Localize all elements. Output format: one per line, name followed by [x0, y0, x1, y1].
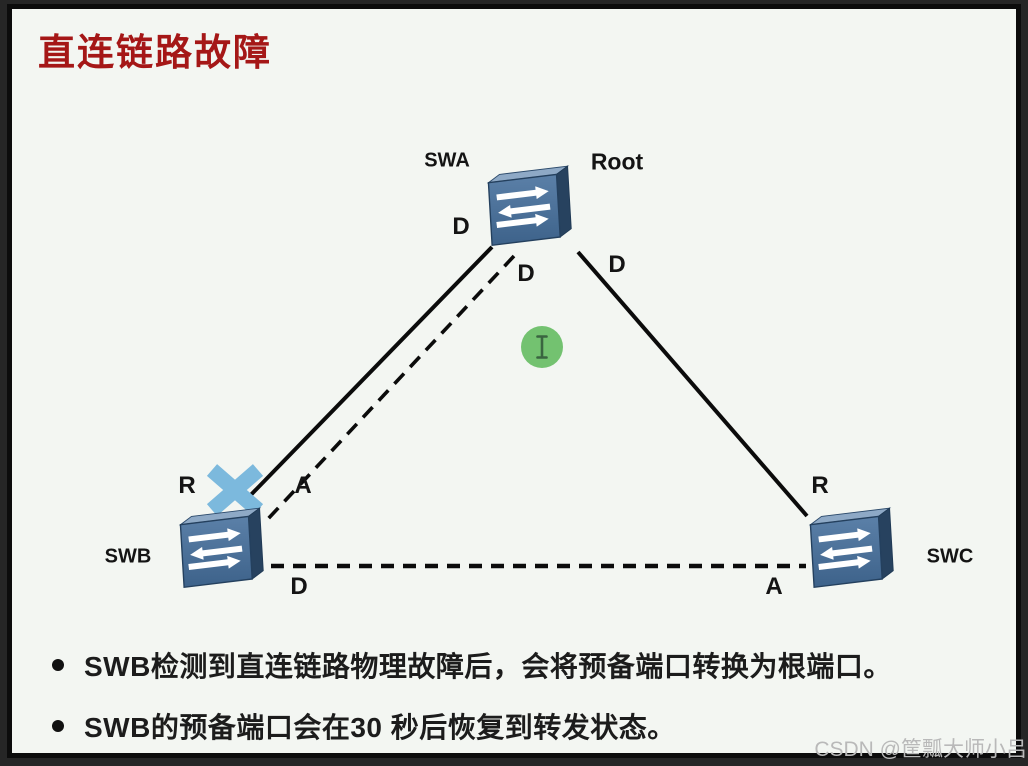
- bullet-note-1: SWB检测到直连链路物理故障后，会将预备端口转换为根端口。: [52, 645, 892, 685]
- swa-name-label: SWA: [424, 149, 470, 172]
- swc-port-root-label: R: [811, 472, 829, 499]
- bullet-text-1: SWB检测到直连链路物理故障后，会将预备端口转换为根端口。: [84, 651, 892, 682]
- switch-swb-icon: [174, 506, 266, 594]
- swa-port-left-label: D: [452, 213, 470, 240]
- bullet-note-2: SWB的预备端口会在30 秒后恢复到转发状态。: [52, 706, 676, 746]
- swa-port-bottom-label: D: [517, 260, 535, 287]
- bullet-text-2: SWB的预备端口会在30 秒后恢复到转发状态。: [84, 712, 676, 743]
- switch-swc-icon: [804, 506, 896, 594]
- swb-port-root-label: R: [178, 472, 196, 499]
- swb-port-designated-label: D: [290, 573, 308, 600]
- switch-swa-icon: [482, 164, 574, 252]
- swa-port-right-label: D: [608, 251, 626, 278]
- swb-port-alternate-label: A: [294, 472, 312, 499]
- bullet-dot: [52, 720, 64, 732]
- swc-name-label: SWC: [926, 545, 974, 568]
- page-title: 直连链路故障: [38, 32, 272, 73]
- watermark: CSDN @筐瓢大师小吕: [814, 738, 1027, 761]
- swb-name-label: SWB: [104, 545, 152, 568]
- swc-port-alternate-label: A: [765, 573, 783, 600]
- bullet-dot: [52, 659, 64, 671]
- swa-root-label: Root: [590, 148, 644, 175]
